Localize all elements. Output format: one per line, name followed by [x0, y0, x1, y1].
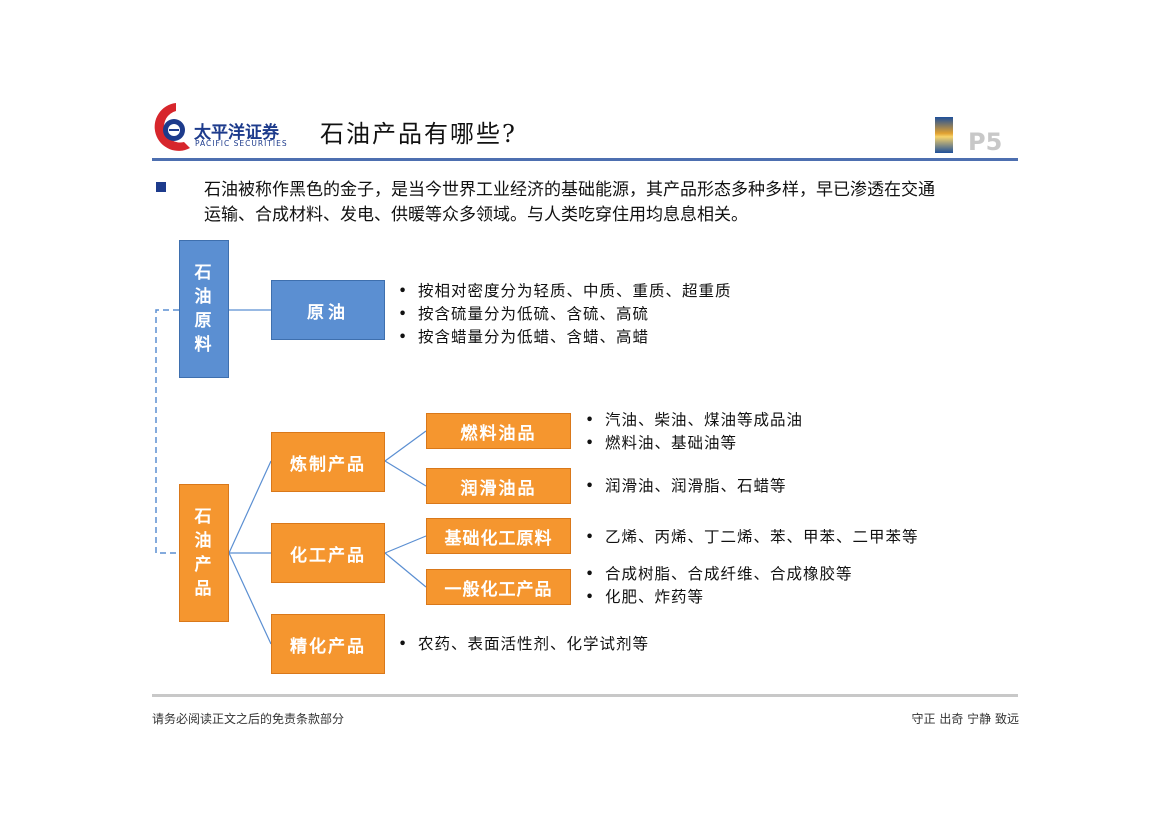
raw-char: 石: [195, 261, 214, 285]
crude-oil-box: 原油: [271, 280, 385, 340]
raw-char: 油: [195, 285, 214, 309]
general-chemical-bullets: 合成树脂、合成纤维、合成橡胶等 化肥、炸药等: [583, 563, 853, 609]
footer-rule: [152, 694, 1018, 697]
fine-chemicals-box: 精化产品: [271, 614, 385, 674]
product-char: 油: [195, 529, 214, 553]
refined-products-box: 炼制产品: [271, 432, 385, 492]
list-item: 化肥、炸药等: [583, 586, 853, 609]
basic-chemical-box: 基础化工原料: [426, 518, 571, 554]
chemical-products-box: 化工产品: [271, 523, 385, 583]
fuel-oil-box: 燃料油品: [426, 413, 571, 449]
footer-disclaimer: 请务必阅读正文之后的免责条款部分: [152, 710, 344, 727]
basic-chemical-bullets: 乙烯、丙烯、丁二烯、苯、甲苯、二甲苯等: [583, 526, 919, 549]
raw-material-box: 石 油 原 料: [179, 240, 229, 378]
raw-char: 料: [195, 333, 214, 357]
general-chemical-box: 一般化工产品: [426, 569, 571, 605]
list-item: 汽油、柴油、煤油等成品油: [583, 409, 803, 432]
list-item: 乙烯、丙烯、丁二烯、苯、甲苯、二甲苯等: [583, 526, 919, 549]
list-item: 合成树脂、合成纤维、合成橡胶等: [583, 563, 853, 586]
lube-bullets: 润滑油、润滑脂、石蜡等: [583, 475, 787, 498]
list-item: 按含硫量分为低硫、含硫、高硫: [396, 303, 732, 326]
lube-oil-box: 润滑油品: [426, 468, 571, 504]
raw-char: 原: [195, 309, 214, 333]
fuel-bullets: 汽油、柴油、煤油等成品油 燃料油、基础油等: [583, 409, 803, 455]
list-item: 按含蜡量分为低蜡、含蜡、高蜡: [396, 326, 732, 349]
product-char: 产: [195, 553, 214, 577]
list-item: 燃料油、基础油等: [583, 432, 803, 455]
product-char: 品: [195, 577, 214, 601]
petroleum-products-box: 石 油 产 品: [179, 484, 229, 622]
crude-bullets: 按相对密度分为轻质、中质、重质、超重质 按含硫量分为低硫、含硫、高硫 按含蜡量分…: [396, 280, 732, 349]
list-item: 润滑油、润滑脂、石蜡等: [583, 475, 787, 498]
product-char: 石: [195, 505, 214, 529]
fine-bullets: 农药、表面活性剂、化学试剂等: [396, 633, 649, 656]
list-item: 按相对密度分为轻质、中质、重质、超重质: [396, 280, 732, 303]
list-item: 农药、表面活性剂、化学试剂等: [396, 633, 649, 656]
footer-motto: 守正 出奇 宁静 致远: [912, 710, 1019, 727]
